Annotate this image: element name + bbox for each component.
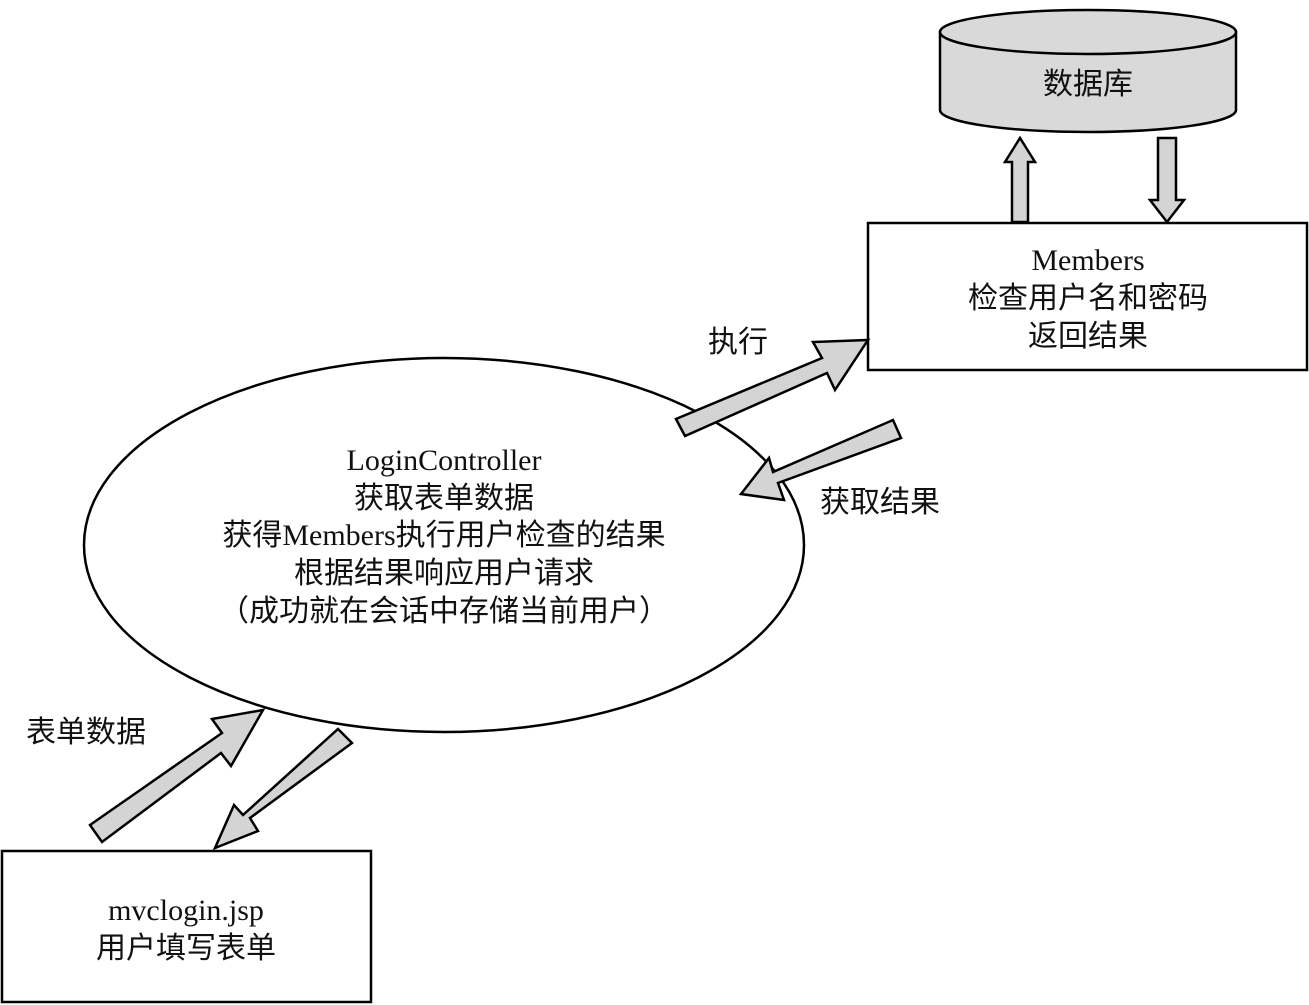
arrow-from-database: [1147, 136, 1187, 225]
arrow-get-result: [738, 418, 903, 502]
database-body: [938, 30, 1238, 134]
database-top: [938, 8, 1238, 56]
members-box: Members 检查用户名和密码 返回结果: [866, 221, 1309, 372]
members-line-2: 检查用户名和密码: [968, 282, 1208, 315]
arrow-execute: [674, 338, 871, 438]
get-result-label: 获取结果: [820, 486, 940, 519]
arrow-form-data: [88, 708, 266, 844]
controller-line-4: 根据结果响应用户请求: [294, 557, 594, 590]
controller-title: LoginController: [347, 444, 542, 477]
execute-label: 执行: [708, 326, 768, 359]
form-data-label: 表单数据: [26, 716, 146, 749]
controller-line-3: 获得Members执行用户检查的结果: [222, 519, 665, 552]
database-cylinder: 数据库: [938, 8, 1238, 134]
controller-line-2: 获取表单数据: [354, 482, 534, 515]
controller-line-5: （成功就在会话中存储当前用户）: [219, 595, 669, 628]
database-label: 数据库: [1043, 68, 1133, 101]
members-box-frame: [866, 221, 1309, 372]
jsp-title: mvclogin.jsp: [108, 894, 264, 927]
jsp-line-2: 用户填写表单: [96, 932, 276, 965]
jsp-box-frame: [0, 849, 373, 1004]
arrow-to-database: [1002, 135, 1038, 224]
jsp-box: mvclogin.jsp 用户填写表单: [0, 849, 373, 1004]
controller-ellipse-shape: [82, 356, 806, 734]
members-title: Members: [1031, 244, 1144, 277]
arrow-response: [212, 727, 354, 851]
members-line-3: 返回结果: [1028, 320, 1148, 353]
controller-ellipse: LoginController 获取表单数据 获得Members执行用户检查的结…: [82, 356, 806, 734]
